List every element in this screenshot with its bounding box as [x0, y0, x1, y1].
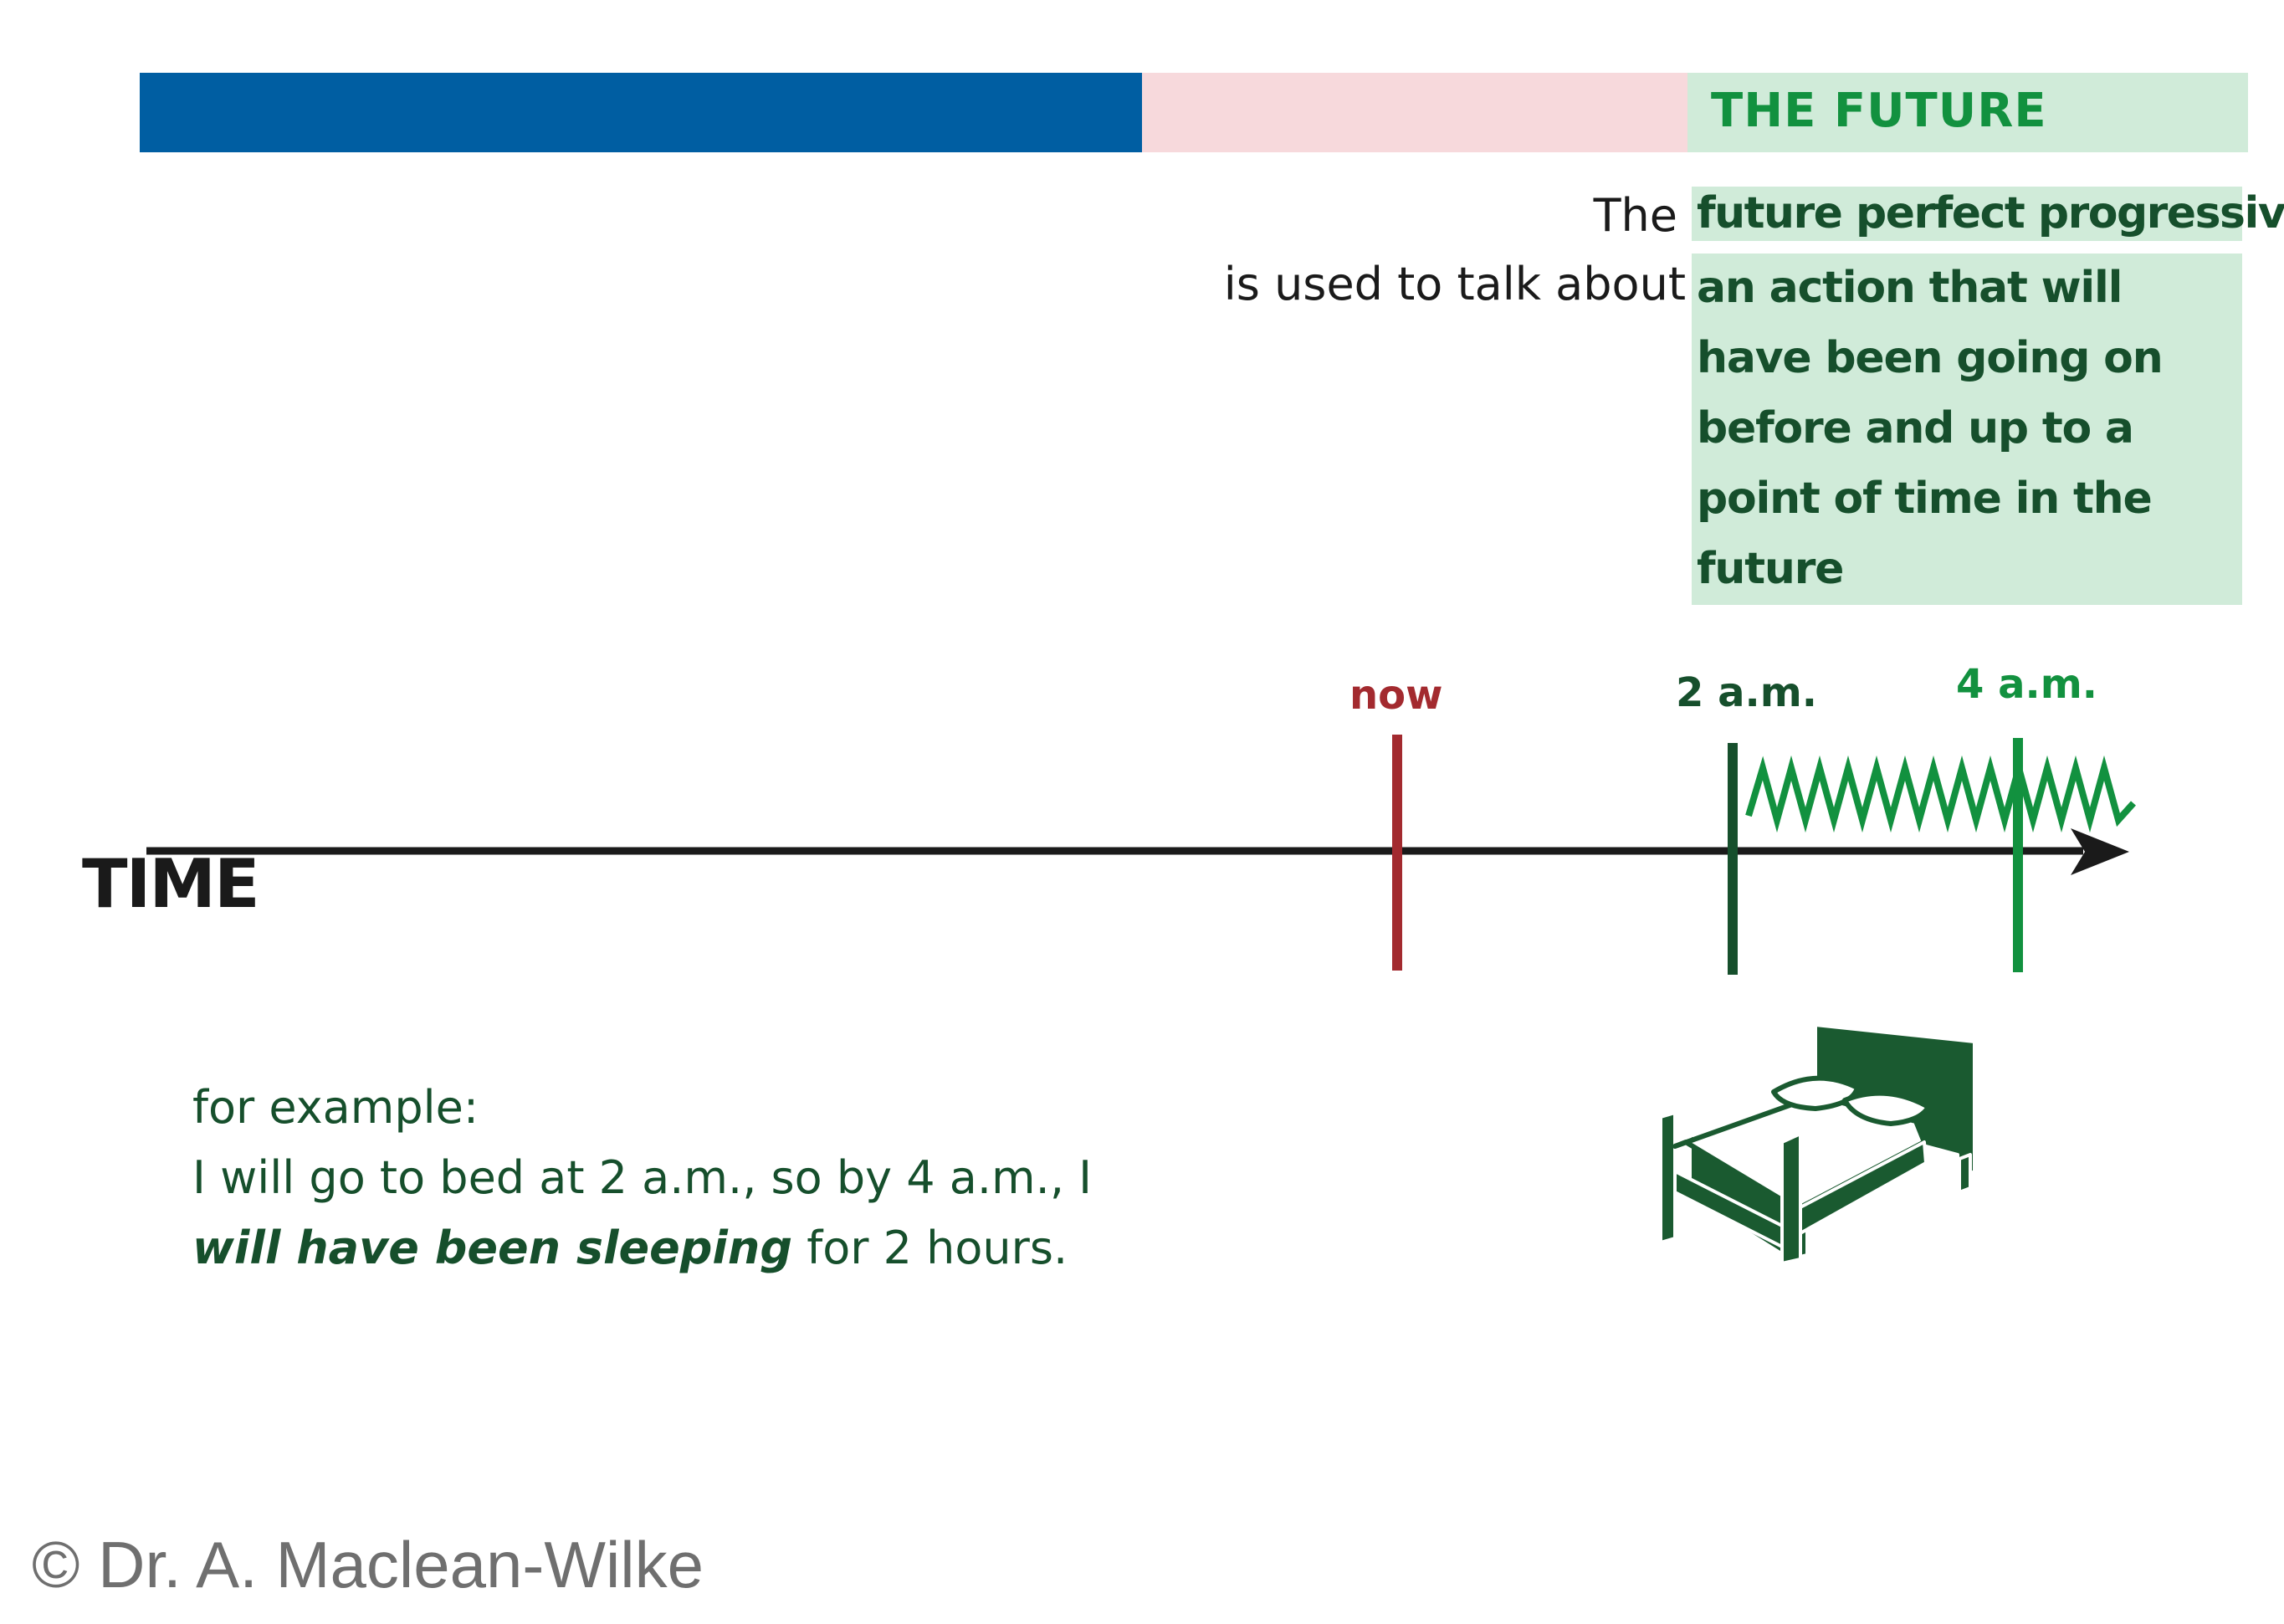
example-line-1: I will go to bed at 2 a.m., so by 4 a.m.…: [192, 1151, 1093, 1204]
time-axis-label: TIME: [82, 845, 260, 923]
term-highlight: [1692, 187, 2242, 241]
now-label: now: [1349, 672, 1443, 719]
example-intro: for example:: [192, 1081, 479, 1134]
start-time-label: 2 a.m.: [1676, 669, 1817, 716]
past-bar: [140, 73, 1142, 152]
copyright-notice: © Dr. A. Maclean-Wilke: [32, 1528, 704, 1601]
present-bar: [1142, 73, 1687, 152]
example-verb: will have been sleeping: [192, 1222, 793, 1274]
tense-term: future perfect progressive: [1697, 188, 2284, 238]
example-line-2: will have been sleeping for 2 hours.: [192, 1213, 1092, 1283]
example-block: for example: I will go to bed at 2 a.m.,…: [192, 1073, 1092, 1283]
end-time-label: 4 a.m.: [1956, 661, 2097, 708]
future-title: THE FUTURE: [1711, 84, 2047, 138]
definition-text: an action that will have been going on b…: [1697, 263, 2164, 594]
example-rest: for 2 hours.: [792, 1222, 1068, 1274]
definition-highlight: [1692, 254, 2242, 605]
definition-lead-the: The: [1593, 189, 1677, 242]
ongoing-action-zigzag: [1745, 755, 2136, 833]
future-bar: [1687, 73, 2248, 152]
bed-icon: [1659, 1023, 1976, 1265]
time-axis-arrowhead: [2071, 828, 2129, 875]
definition-lead-used: is used to talk about: [1223, 258, 1686, 310]
